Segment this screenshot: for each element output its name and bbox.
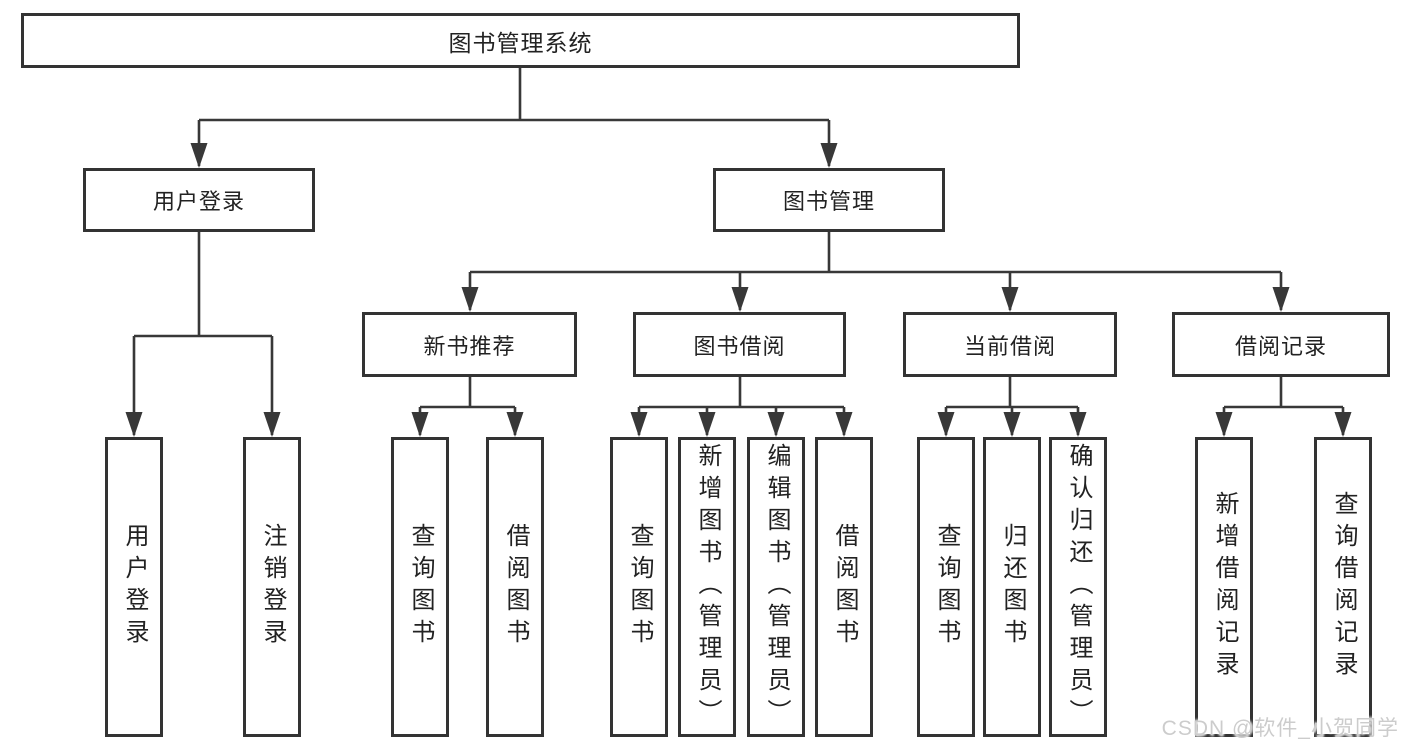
connector-record-to-leaves (1222, 377, 1345, 435)
arrowhead (835, 412, 853, 437)
arrowhead (461, 287, 479, 312)
arrowhead (1069, 412, 1087, 437)
connector-newbook-to-leaves (418, 377, 517, 435)
arrowhead (698, 412, 716, 437)
node-leaf-record-add: 新增借阅记录 (1195, 437, 1253, 737)
node-label: 新书推荐 (423, 333, 516, 359)
node-leaf-borrow-borrow: 借阅图书 (815, 437, 873, 737)
arrowhead (937, 412, 955, 437)
node-leaf-logout: 注销登录 (243, 437, 301, 737)
node-leaf-record-query: 查询借阅记录 (1314, 437, 1372, 737)
node-newbook-recommend: 新书推荐 (362, 312, 577, 377)
node-label: 借阅图书 (831, 523, 858, 651)
node-label: 新增借阅记录 (1211, 491, 1238, 683)
node-leaf-newbook-borrow: 借阅图书 (486, 437, 544, 737)
node-label: 借阅记录 (1234, 333, 1327, 359)
connector-login-to-leaves (132, 232, 274, 435)
arrowhead (506, 412, 524, 437)
arrowhead (190, 143, 208, 168)
connector-current-to-leaves (944, 377, 1080, 435)
node-book-manage: 图书管理 (713, 168, 945, 232)
node-label: 当前借阅 (963, 333, 1056, 359)
arrowhead (1215, 412, 1233, 437)
arrowhead (1001, 287, 1019, 312)
node-leaf-newbook-query: 查询图书 (391, 437, 449, 737)
node-leaf-borrow-query: 查询图书 (610, 437, 668, 737)
node-label: 图书管理 (782, 189, 875, 214)
node-label: 新增图书（管理员） (694, 443, 721, 731)
connector-manage-to-level3 (468, 232, 1283, 310)
node-label: 查询图书 (626, 523, 653, 651)
arrowhead (263, 412, 281, 437)
node-label: 确认归还（管理员） (1065, 443, 1092, 731)
node-label: 归还图书 (999, 523, 1026, 651)
node-leaf-borrow-edit-admin: 编辑图书（管理员） (747, 437, 805, 737)
node-label: 图书管理系统 (448, 29, 593, 56)
node-label: 查询借阅记录 (1330, 491, 1357, 683)
node-label: 查询图书 (407, 523, 434, 651)
node-root-system: 图书管理系统 (21, 13, 1020, 68)
node-label: 借阅图书 (502, 523, 529, 651)
arrowhead (731, 287, 749, 312)
node-leaf-current-confirm-admin: 确认归还（管理员） (1049, 437, 1107, 737)
node-book-borrow: 图书借阅 (633, 312, 846, 377)
connector-borrow-to-leaves (637, 377, 846, 435)
node-leaf-current-query: 查询图书 (917, 437, 975, 737)
arrowhead (630, 412, 648, 437)
node-label: 用户登录 (152, 189, 245, 214)
arrowhead (125, 412, 143, 437)
arrowhead (820, 143, 838, 168)
node-current-borrow: 当前借阅 (903, 312, 1117, 377)
arrowhead (411, 412, 429, 437)
node-leaf-borrow-add-admin: 新增图书（管理员） (678, 437, 736, 737)
csdn-watermark: CSDN @软件_小贺同学 (1161, 717, 1399, 740)
node-leaf-current-return: 归还图书 (983, 437, 1041, 737)
node-label: 注销登录 (259, 523, 286, 651)
arrowhead (1003, 412, 1021, 437)
arrowhead (1272, 287, 1290, 312)
node-user-login: 用户登录 (83, 168, 315, 232)
node-label: 用户登录 (121, 523, 148, 651)
node-label: 查询图书 (933, 523, 960, 651)
node-borrow-record: 借阅记录 (1172, 312, 1390, 377)
node-leaf-user-login: 用户登录 (105, 437, 163, 737)
connector-root-to-level2 (197, 68, 831, 166)
node-label: 图书借阅 (693, 333, 786, 359)
node-label: 编辑图书（管理员） (763, 443, 790, 731)
arrowhead (1334, 412, 1352, 437)
arrowhead (767, 412, 785, 437)
